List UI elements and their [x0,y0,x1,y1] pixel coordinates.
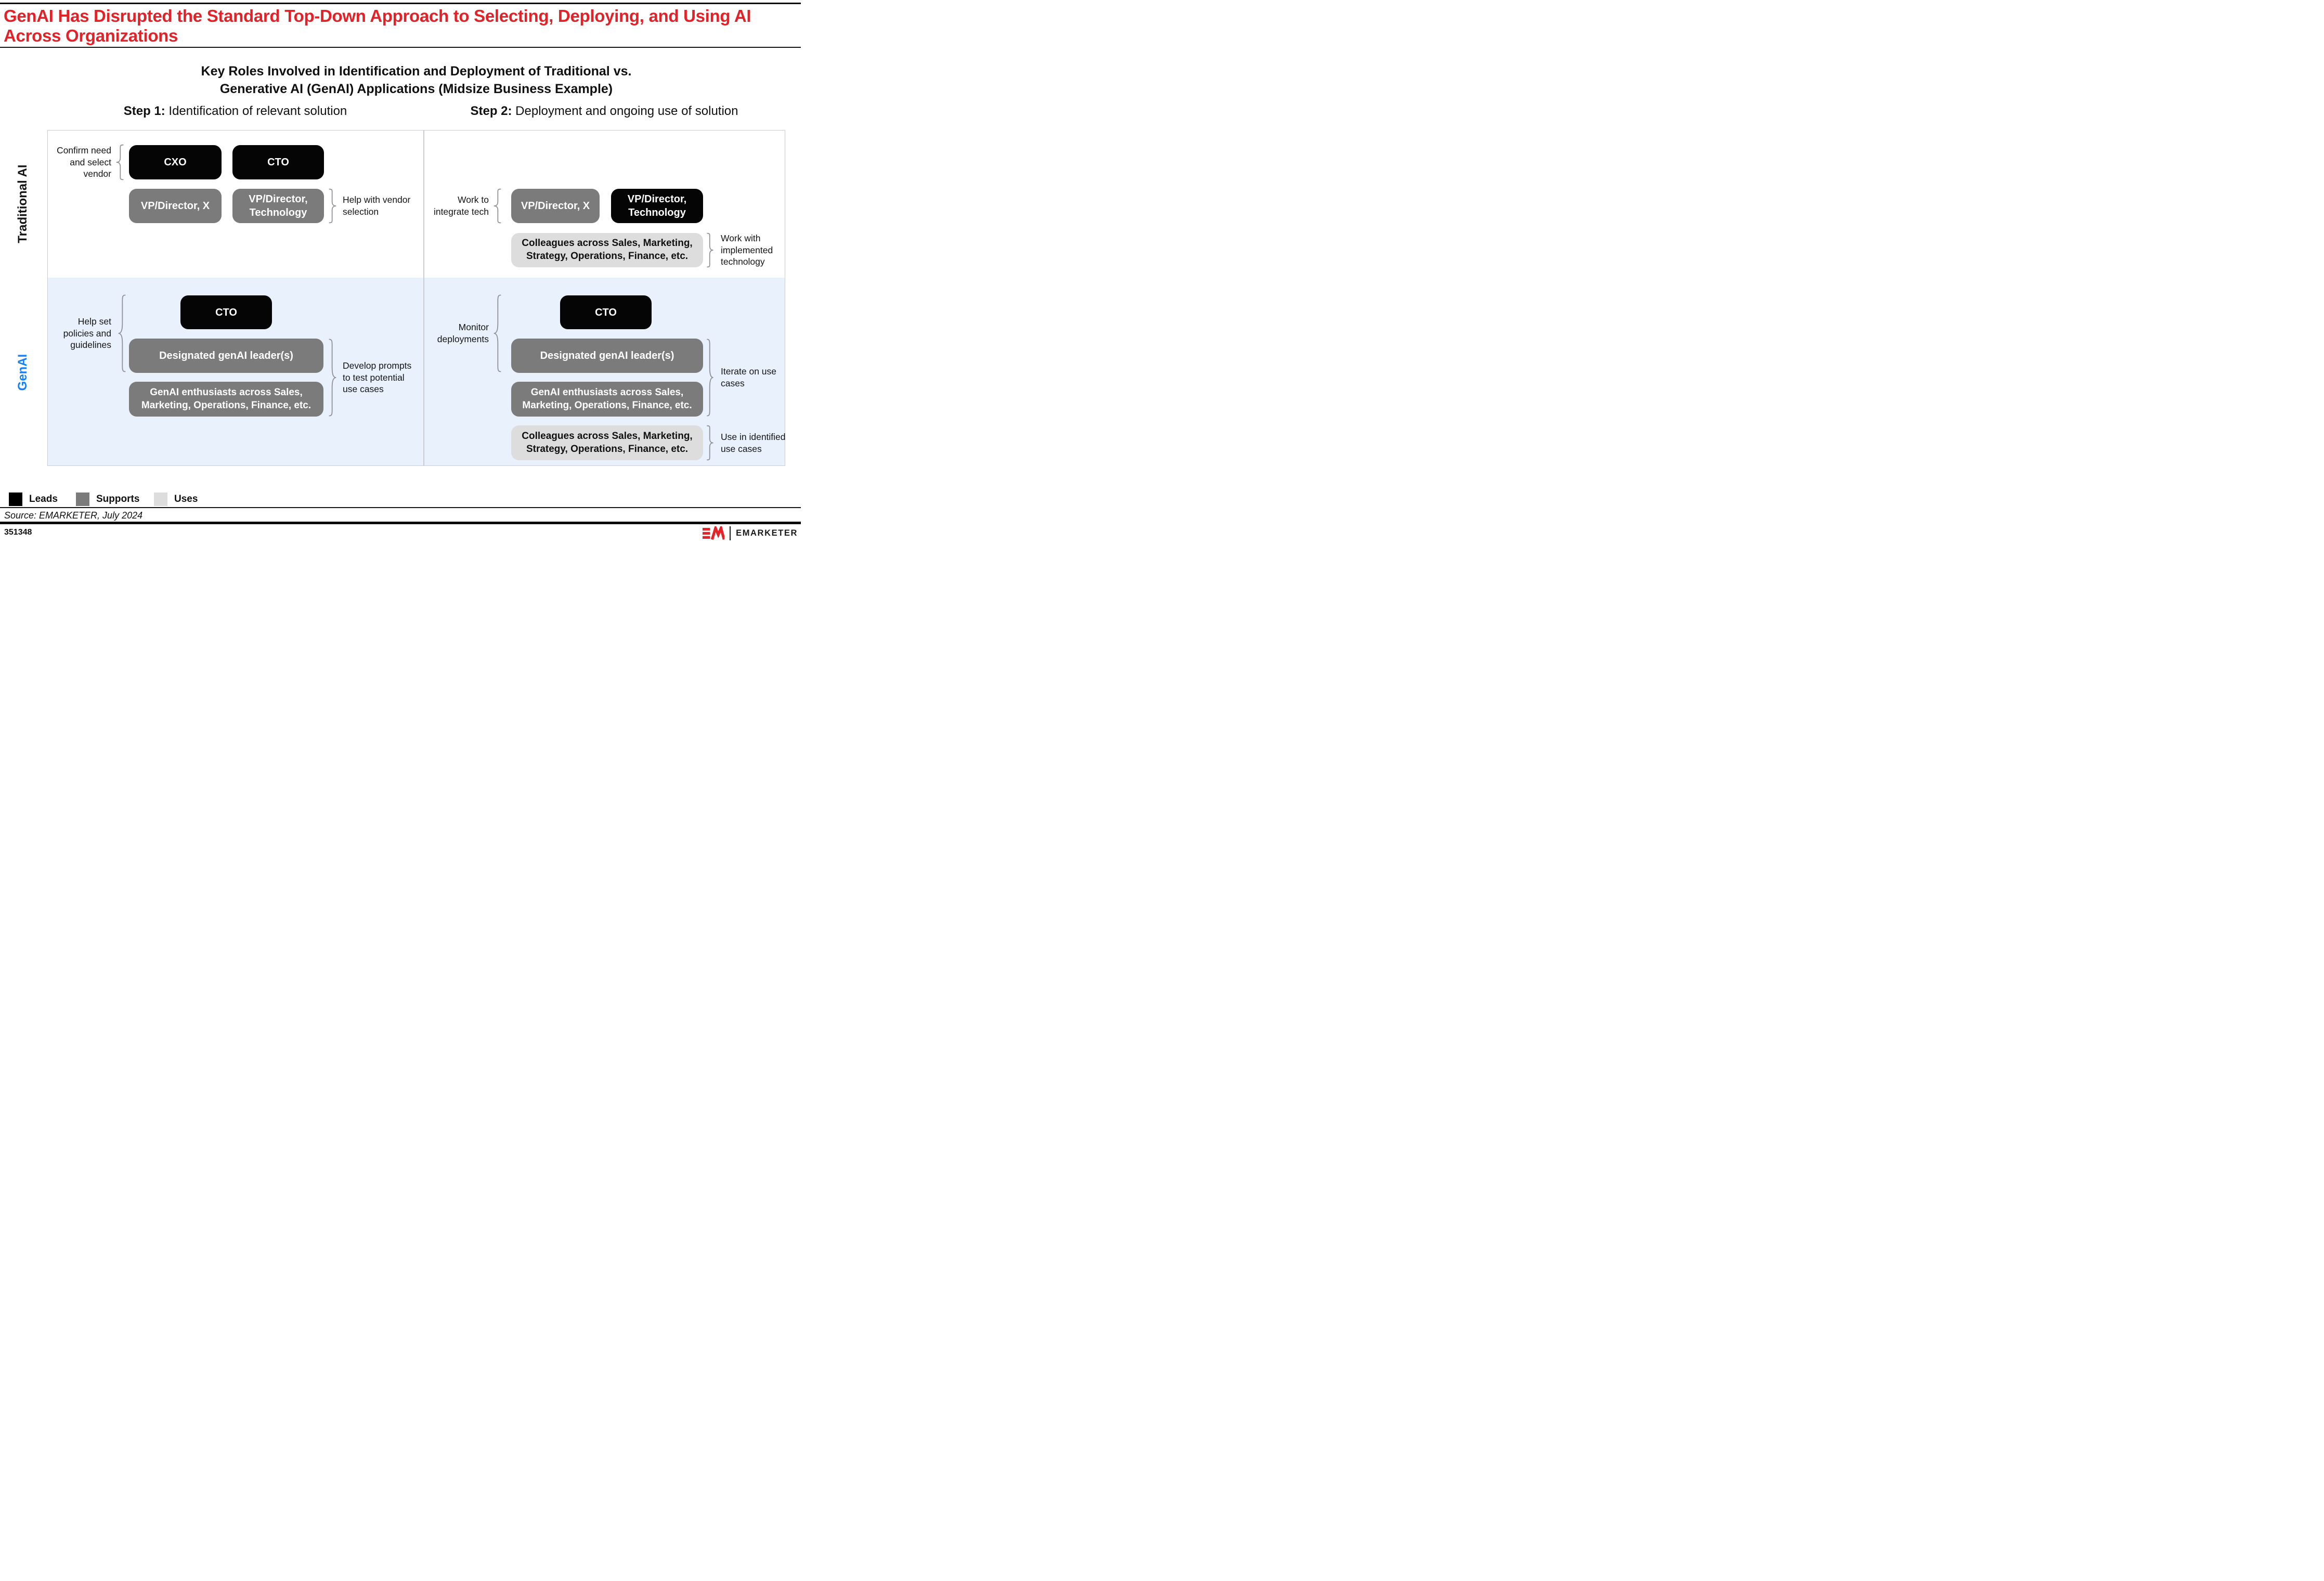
role-box-vp-director-technology: VP/Director, Technology [232,189,324,223]
emarketer-mark-icon [703,526,725,540]
brace-left-icon [493,294,502,372]
legend-item-leads: Leads [9,493,58,506]
supports-swatch-icon [76,493,89,506]
role-box-cto: CTO [560,295,652,329]
legend-item-uses: Uses [154,493,198,506]
chart-id: 351348 [4,528,32,537]
label-help-vendor-selection: Help with vendor selection [343,195,411,217]
label-confirm-need: Confirm need and select vendor [56,145,111,179]
step2-header: Step 2: Deployment and ongoing use of so… [423,104,785,119]
legend-label: Uses [174,494,198,504]
chart-subtitle-line2: Generative AI (GenAI) Applications (Mids… [219,81,613,96]
matrix-border [47,130,785,466]
role-box-genai-enthusiasts: GenAI enthusiasts across Sales, Marketin… [511,382,703,417]
role-box-vp-director-x: VP/Director, X [129,189,222,223]
brace-right-icon [328,189,337,223]
step2-header-prefix: Step 2: [470,104,512,118]
emarketer-logo: EMARKETER [703,525,798,541]
top-rule [0,3,801,4]
role-box-colleagues: Colleagues across Sales, Marketing, Stra… [511,425,703,460]
role-box-vp-director-x: VP/Director, X [511,189,600,223]
role-box-cto: CTO [232,145,324,179]
footer-rule [0,522,801,524]
uses-swatch-icon [154,493,167,506]
role-box-vp-director-technology: VP/Director, Technology [611,189,703,223]
label-work-with-implemented: Work with implemented technology [721,232,773,267]
page-title-line2: Across Organizations [4,25,178,45]
source-note: Source: EMARKETER, July 2024 [4,510,143,521]
label-iterate-use-cases: Iterate on use cases [721,366,777,388]
leads-swatch-icon [9,493,22,506]
title-separator [0,47,801,48]
emarketer-wordmark: EMARKETER [736,528,798,538]
step1-header-prefix: Step 1: [123,104,165,118]
step1-header: Step 1: Identification of relevant solut… [47,104,423,119]
chart-subtitle: Key Roles Involved in Identification and… [47,63,785,98]
step2-header-text: Deployment and ongoing use of solution [512,104,738,118]
source-separator [0,507,801,508]
brace-right-icon [706,339,714,417]
column-divider [423,130,424,466]
legend-item-supports: Supports [76,493,139,506]
label-help-set-policies: Help set policies and guidelines [63,316,111,351]
label-use-identified: Use in identified use cases [721,431,786,454]
page-title-line1: GenAI Has Disrupted the Standard Top-Dow… [4,6,751,25]
brace-left-icon [118,294,126,372]
step1-header-text: Identification of relevant solution [165,104,347,118]
role-box-genai-leaders: Designated genAI leader(s) [511,339,703,373]
role-box-colleagues: Colleagues across Sales, Marketing, Stra… [511,233,703,267]
role-box-genai-leaders: Designated genAI leader(s) [129,339,323,373]
role-box-genai-enthusiasts: GenAI enthusiasts across Sales, Marketin… [129,382,323,417]
row-label-traditional-ai: Traditional AI [16,164,30,243]
role-box-cxo: CXO [129,145,222,179]
label-monitor-deployments: Monitor deployments [437,322,489,344]
brace-right-icon [706,233,714,267]
row-label-genai: GenAI [16,354,30,391]
label-work-to-integrate: Work to integrate tech [433,195,489,217]
brace-left-icon [493,189,502,223]
legend-label: Leads [29,494,58,504]
infographic-page: GenAI Has Disrupted the Standard Top-Dow… [0,0,801,545]
legend-label: Supports [96,494,140,504]
logo-divider [730,526,731,540]
brace-right-icon [706,425,714,460]
page-title: GenAI Has Disrupted the Standard Top-Dow… [4,6,784,45]
brace-left-icon [115,145,124,180]
brace-right-icon [328,339,337,417]
role-box-cto: CTO [180,295,272,329]
label-develop-prompts: Develop prompts to test potential use ca… [343,360,412,395]
chart-subtitle-line1: Key Roles Involved in Identification and… [201,64,632,79]
